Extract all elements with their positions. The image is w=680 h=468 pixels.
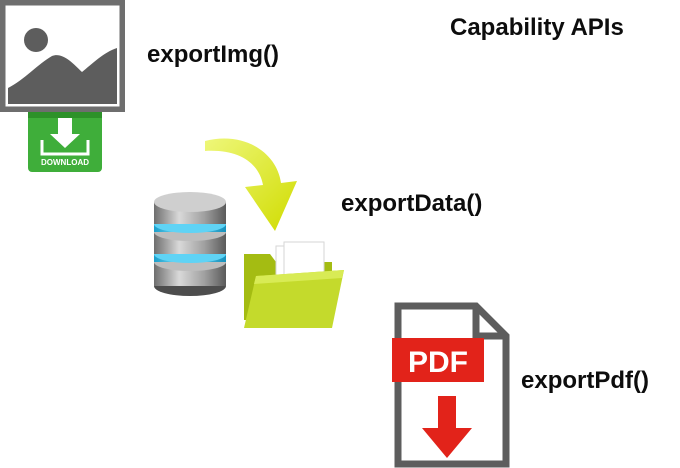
open-folder-icon — [244, 241, 344, 328]
export-data-label: exportData() — [341, 190, 483, 217]
download-badge-text: DOWNLOAD — [41, 158, 89, 167]
page-title: Capability APIs — [450, 14, 624, 41]
curved-arrow-icon — [205, 138, 297, 231]
database-icon — [154, 192, 226, 296]
image-placeholder-icon — [0, 0, 125, 112]
download-badge-icon: DOWNLOAD — [28, 112, 102, 172]
pdf-badge-text: PDF — [408, 346, 468, 379]
pdf-document-icon: PDF — [392, 302, 510, 468]
export-img-label: exportImg() — [147, 41, 279, 68]
export-pdf-label: exportPdf() — [521, 367, 649, 394]
